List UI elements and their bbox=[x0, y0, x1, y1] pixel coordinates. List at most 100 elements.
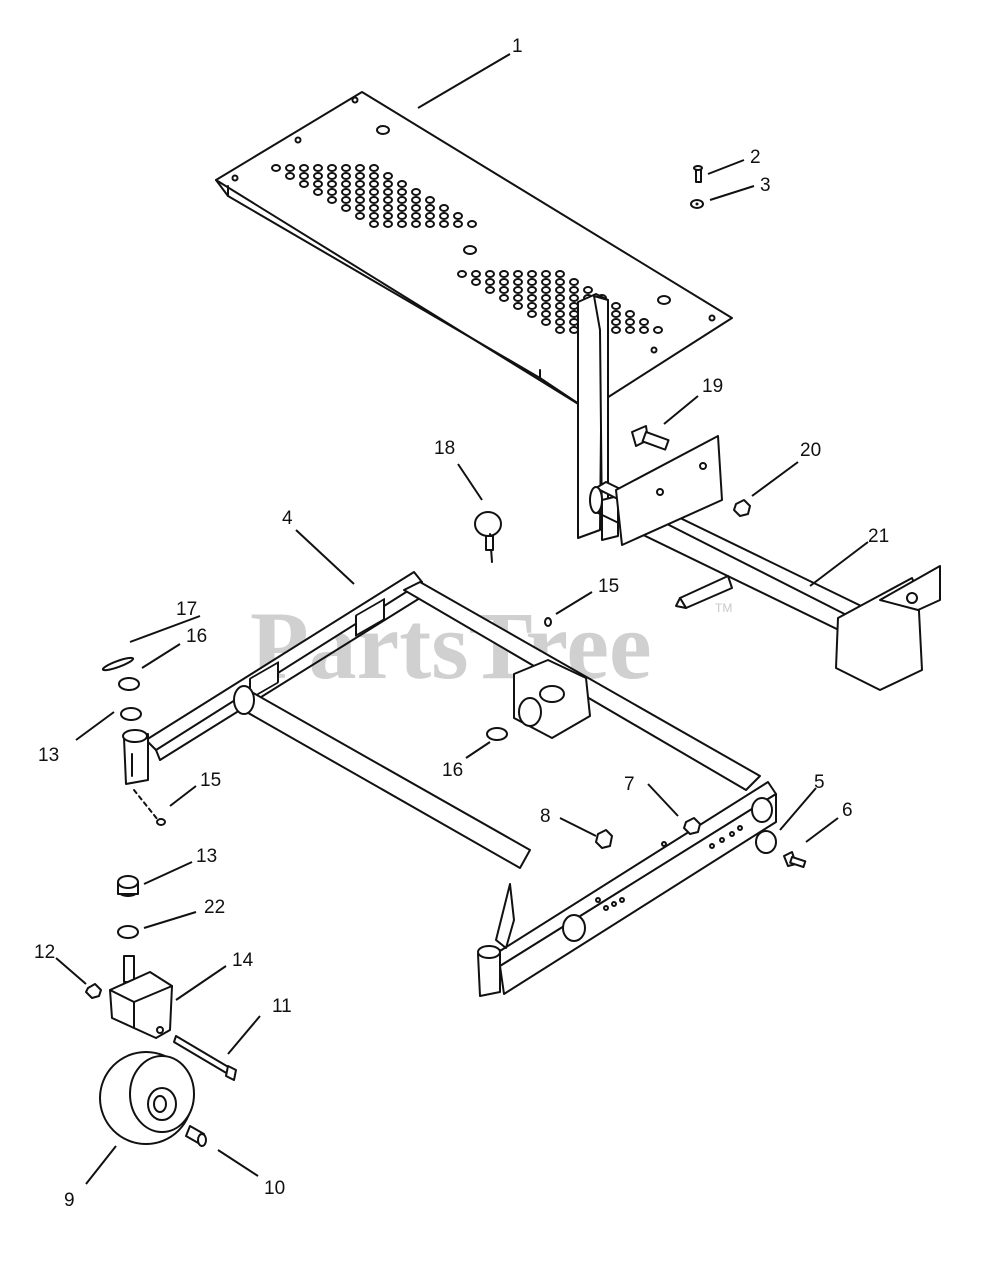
vent-hole bbox=[527, 294, 537, 302]
vent-hole bbox=[453, 212, 463, 220]
main-frame bbox=[122, 571, 777, 997]
vent-hole bbox=[313, 180, 323, 188]
callout-7: 7 bbox=[624, 774, 635, 795]
vent-hole bbox=[299, 180, 309, 188]
spacer-10 bbox=[185, 1125, 207, 1147]
vent-hole bbox=[383, 196, 393, 204]
vent-hole bbox=[369, 164, 379, 172]
callout-4: 4 bbox=[282, 508, 293, 529]
vent-hole bbox=[527, 286, 537, 294]
callout-14: 14 bbox=[232, 950, 254, 971]
vent-hole bbox=[555, 326, 565, 334]
vent-hole bbox=[369, 180, 379, 188]
vent-holes-left bbox=[271, 164, 477, 228]
vent-hole bbox=[383, 172, 393, 180]
callout-17: 17 bbox=[176, 599, 197, 620]
vent-hole bbox=[555, 294, 565, 302]
callout-16-center: 16 bbox=[442, 760, 463, 781]
vent-hole bbox=[369, 212, 379, 220]
vent-hole bbox=[541, 294, 551, 302]
vent-hole bbox=[341, 172, 351, 180]
vent-hole bbox=[383, 204, 393, 212]
callout-labels: 1 2 3 13 4 5 6 7 8 9 10 11 12 13 14 15 1… bbox=[34, 36, 889, 1211]
vent-hole bbox=[355, 180, 365, 188]
callout-13-lower: 13 bbox=[196, 846, 217, 867]
callout-19: 19 bbox=[702, 376, 723, 397]
callout-13-upper: 13 bbox=[38, 745, 59, 766]
vent-hole bbox=[541, 286, 551, 294]
vent-hole bbox=[369, 220, 379, 228]
vent-hole bbox=[425, 220, 435, 228]
vent-hole bbox=[369, 196, 379, 204]
vent-hole bbox=[411, 220, 421, 228]
callout-8: 8 bbox=[540, 806, 551, 827]
vent-hole bbox=[471, 278, 481, 286]
callout-6: 6 bbox=[842, 800, 853, 821]
vent-hole bbox=[499, 286, 509, 294]
callout-12: 12 bbox=[34, 942, 55, 963]
callout-15-center: 15 bbox=[598, 576, 619, 597]
vent-hole bbox=[513, 286, 523, 294]
vent-hole bbox=[527, 270, 537, 278]
vent-hole bbox=[439, 204, 449, 212]
vent-hole bbox=[569, 286, 579, 294]
vent-hole bbox=[485, 270, 495, 278]
hardware-small bbox=[85, 617, 807, 999]
vent-hole bbox=[499, 278, 509, 286]
vent-hole bbox=[411, 204, 421, 212]
leader-lines bbox=[55, 53, 869, 1185]
vent-hole bbox=[355, 212, 365, 220]
vent-hole bbox=[639, 326, 649, 334]
vent-hole bbox=[653, 326, 663, 334]
vent-hole bbox=[541, 318, 551, 326]
vent-hole bbox=[383, 188, 393, 196]
vent-hole bbox=[341, 164, 351, 172]
rear-axle-assembly bbox=[577, 293, 941, 691]
vent-hole bbox=[541, 302, 551, 310]
vent-hole bbox=[383, 180, 393, 188]
vent-hole bbox=[439, 212, 449, 220]
vent-hole bbox=[513, 302, 523, 310]
vent-hole bbox=[513, 270, 523, 278]
vent-hole bbox=[541, 278, 551, 286]
vent-hole bbox=[355, 164, 365, 172]
vent-hole bbox=[513, 278, 523, 286]
vent-hole bbox=[569, 294, 579, 302]
callout-11: 11 bbox=[272, 996, 292, 1017]
vent-hole bbox=[411, 196, 421, 204]
bolt-and-washer bbox=[690, 165, 704, 209]
vent-hole bbox=[355, 204, 365, 212]
vent-hole bbox=[527, 310, 537, 318]
vent-hole bbox=[453, 220, 463, 228]
vent-hole bbox=[341, 180, 351, 188]
deck-plate bbox=[215, 91, 733, 411]
vent-hole bbox=[383, 220, 393, 228]
vent-hole bbox=[499, 294, 509, 302]
vent-hole bbox=[327, 172, 337, 180]
vent-hole bbox=[411, 188, 421, 196]
axle-bolt-11 bbox=[173, 1035, 237, 1081]
nut-20 bbox=[733, 499, 751, 517]
vent-hole bbox=[555, 318, 565, 326]
vent-hole bbox=[541, 310, 551, 318]
vent-hole bbox=[467, 220, 477, 228]
vent-hole bbox=[285, 164, 295, 172]
hitch-pin-18 bbox=[474, 511, 502, 563]
callout-2: 2 bbox=[750, 147, 761, 168]
watermark-trademark: TM bbox=[715, 601, 732, 615]
vent-hole bbox=[485, 278, 495, 286]
callout-22: 22 bbox=[204, 897, 225, 918]
vent-hole bbox=[383, 212, 393, 220]
vent-hole bbox=[555, 310, 565, 318]
vent-hole bbox=[541, 270, 551, 278]
vent-hole bbox=[369, 188, 379, 196]
vent-hole bbox=[471, 270, 481, 278]
vent-hole bbox=[611, 326, 621, 334]
vent-hole bbox=[397, 180, 407, 188]
vent-hole bbox=[369, 172, 379, 180]
callout-18: 18 bbox=[434, 438, 455, 459]
vent-hole bbox=[555, 286, 565, 294]
vent-hole bbox=[341, 196, 351, 204]
vent-hole bbox=[397, 196, 407, 204]
callout-21: 21 bbox=[868, 526, 889, 547]
